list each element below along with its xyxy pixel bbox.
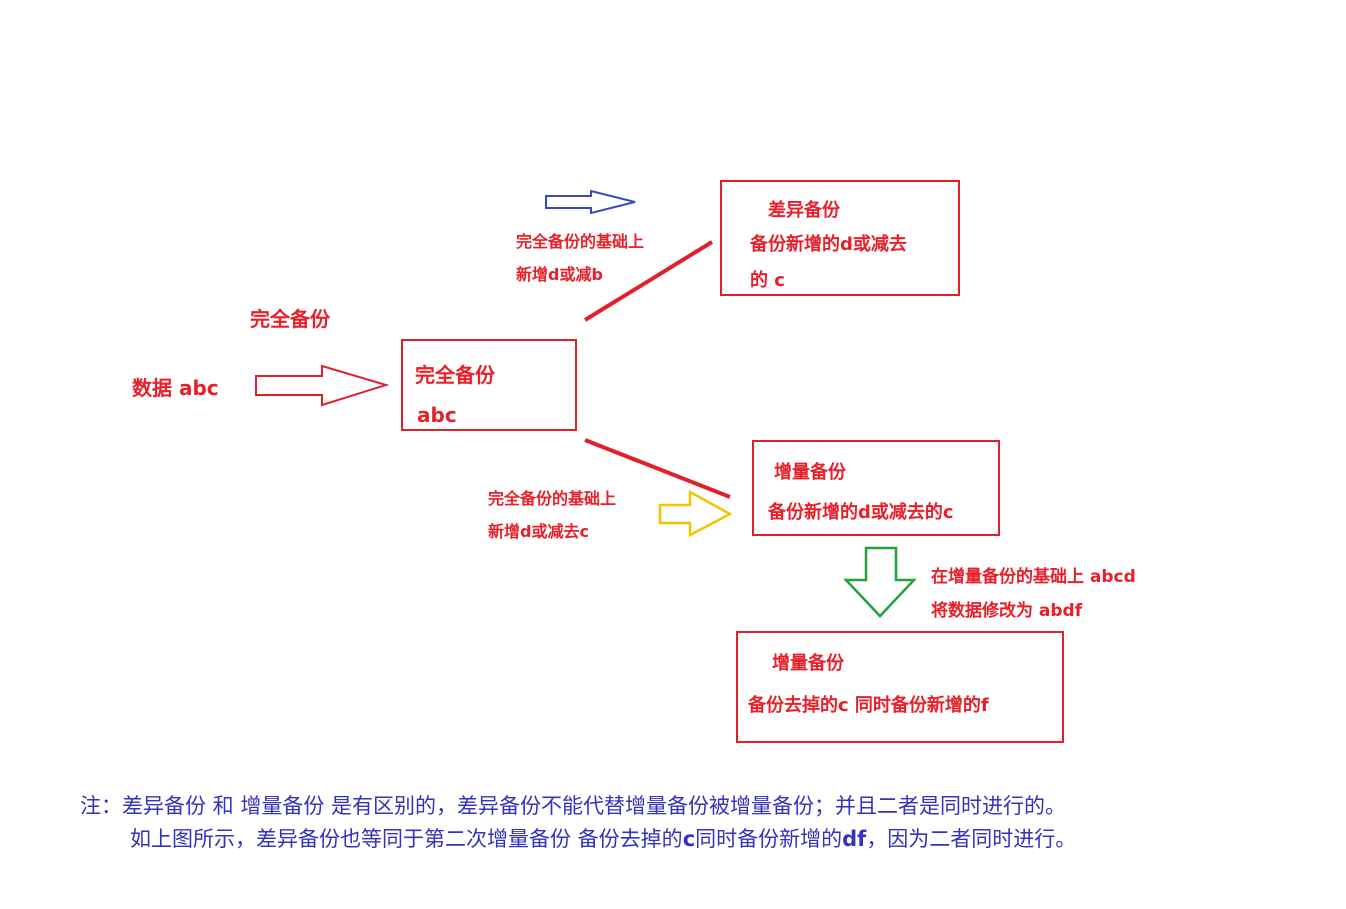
modify-label-line2: 将数据修改为 abdf	[931, 601, 1083, 621]
diff-arrow-label-line1: 完全备份的基础上	[516, 232, 645, 251]
connector-line-inc	[584, 438, 731, 499]
red-arrow-icon	[255, 364, 390, 407]
diff-box-line1: 备份新增的d或减去	[750, 234, 907, 255]
yellow-arrow-icon	[658, 489, 733, 538]
differential-backup-box: 差异备份 备份新增的d或减去 的 c	[720, 180, 960, 296]
diff-box-title: 差异备份	[768, 200, 840, 221]
note-line1: 注：差异备份 和 增量备份 是有区别的，差异备份不能代替增量备份被增量备份；并且…	[80, 794, 1067, 818]
note-line2-df: df	[842, 827, 867, 851]
incremental-backup-box-2: 增量备份 备份去掉的c 同时备份新增的f	[736, 631, 1064, 743]
full-box-title: 完全备份	[415, 363, 495, 387]
full-box-content: abc	[417, 403, 457, 427]
diff-arrow-label-line2: 新增d或减b	[516, 265, 603, 284]
incremental-backup-box: 增量备份 备份新增的d或减去的c	[752, 440, 1000, 536]
modify-label-line1: 在增量备份的基础上 abcd	[931, 567, 1136, 587]
diff-box-line2: 的 c	[750, 270, 785, 291]
note-line2-pre: 如上图所示，差异备份也等同于第二次增量备份 备份去掉的	[130, 827, 683, 851]
inc-box-content: 备份新增的d或减去的c	[768, 502, 954, 523]
note-line2-post: ，因为二者同时进行。	[866, 827, 1077, 851]
connector-line-diff	[583, 240, 714, 322]
green-down-arrow-icon	[843, 546, 917, 618]
inc-box2-content: 备份去掉的c 同时备份新增的f	[748, 695, 989, 716]
inc-arrow-label-line2: 新增d或减去c	[488, 522, 589, 541]
note-line2: 如上图所示，差异备份也等同于第二次增量备份 备份去掉的c同时备份新增的df，因为…	[130, 823, 1076, 853]
note-line2-mid: 同时备份新增的	[695, 827, 843, 851]
full-backup-box: 完全备份 abc	[401, 339, 577, 431]
inc-box2-title: 增量备份	[772, 653, 844, 674]
data-abc-label: 数据 abc	[132, 376, 219, 400]
full-backup-label: 完全备份	[250, 307, 330, 331]
inc-arrow-label-line1: 完全备份的基础上	[488, 489, 617, 508]
inc-box-title: 增量备份	[774, 462, 846, 483]
blue-arrow-icon	[545, 189, 636, 215]
note-line2-c: c	[682, 827, 696, 851]
